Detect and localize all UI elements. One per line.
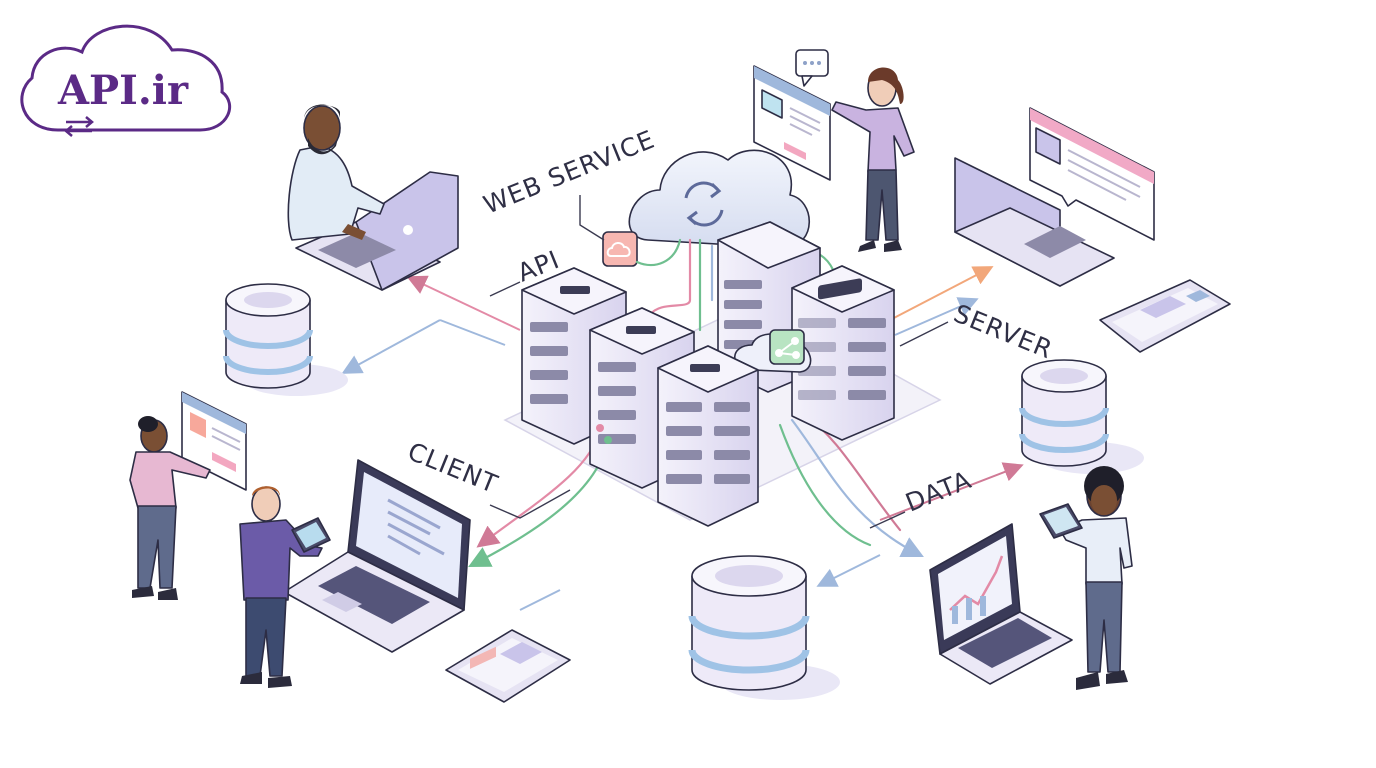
person-top-center <box>831 67 915 252</box>
server-rack-right <box>791 265 895 441</box>
server-rack-front <box>657 345 759 527</box>
logo-cloud-outline <box>20 24 232 132</box>
laptop-client <box>283 459 471 653</box>
logo[interactable]: API.ir <box>20 24 232 137</box>
chat-bubble-icon <box>795 49 829 87</box>
database-left <box>223 283 348 396</box>
network-hub-icon <box>734 329 812 373</box>
tablet-right <box>1099 279 1231 353</box>
laptop-data <box>929 523 1073 685</box>
database-bottom <box>688 555 840 700</box>
svg-text:SERVER: SERVER <box>950 299 1057 365</box>
person-client-man <box>239 486 331 688</box>
ui-window-top-center <box>753 65 831 181</box>
svg-text:CLIENT: CLIENT <box>404 437 503 499</box>
person-left-woman <box>129 416 211 600</box>
refresh-icon <box>684 181 724 227</box>
laptop-top-right <box>954 157 1115 287</box>
ui-window-top-right <box>1029 107 1155 241</box>
person-data-woman <box>1039 466 1133 690</box>
logo-text: API.ir <box>57 67 189 114</box>
database-right <box>1019 359 1144 474</box>
svg-text:WEB SERVICE: WEB SERVICE <box>479 124 659 219</box>
tablet-bottom <box>445 629 571 703</box>
person-top-left <box>287 104 385 241</box>
sync-arrows-icon <box>64 116 94 137</box>
laptop-top-left <box>295 171 459 291</box>
label-server: SERVER <box>899 299 1057 365</box>
cloud-service-icon <box>602 231 638 267</box>
svg-text:DATA: DATA <box>901 465 975 518</box>
flow-arrows <box>341 266 1024 611</box>
